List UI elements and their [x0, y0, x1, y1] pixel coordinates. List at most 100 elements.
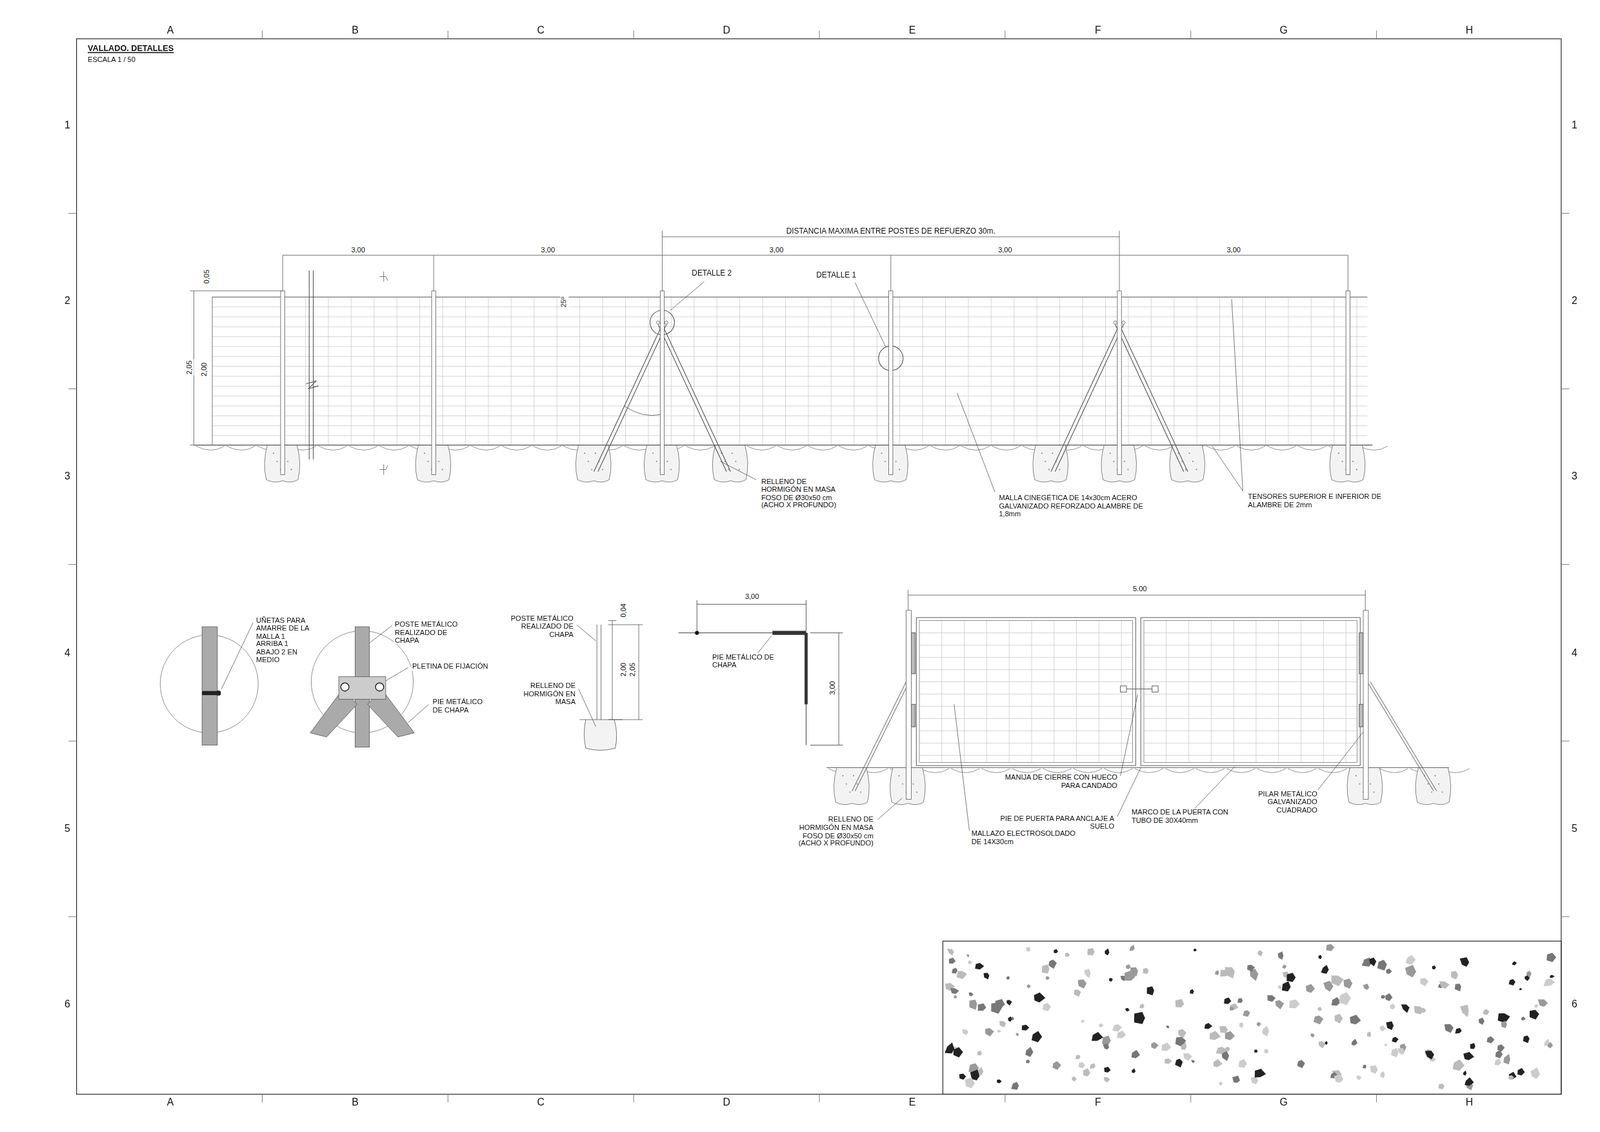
stamp-blob — [1189, 989, 1194, 994]
concrete-dot — [1192, 460, 1194, 462]
concrete-footing — [712, 445, 748, 482]
stamp-blob — [1125, 1007, 1130, 1011]
grid-reference: B — [350, 24, 360, 37]
stamp-blob — [1310, 1032, 1315, 1037]
concrete-dot — [1441, 790, 1444, 793]
stamp-blob — [1385, 1021, 1394, 1030]
mesh-wire — [282, 395, 1368, 397]
annotation: 0,05 — [203, 268, 211, 285]
mesh-wire — [373, 296, 375, 445]
mesh-wire — [919, 681, 1133, 682]
stamp-blob — [1214, 969, 1219, 975]
concrete-dot — [895, 460, 897, 462]
soil-mark — [1012, 768, 1041, 773]
soil-mark — [532, 445, 562, 450]
mesh-wire — [853, 296, 855, 445]
soil-mark — [471, 445, 500, 450]
fence-post — [1345, 290, 1350, 475]
soil-mark — [1196, 768, 1225, 773]
stamp-blob — [1432, 965, 1437, 970]
post-section — [576, 620, 644, 751]
mesh-wire — [1127, 296, 1129, 445]
annotation: 5.00 — [1131, 584, 1148, 593]
concrete-dot — [1434, 774, 1437, 777]
stamp-blob — [997, 1029, 1002, 1033]
extension-line — [189, 444, 245, 446]
gate — [826, 589, 1450, 831]
grid-reference: 4 — [63, 647, 71, 659]
grid-reference: 3 — [63, 470, 71, 482]
grid-reference: B — [350, 1096, 360, 1108]
mesh-wire — [396, 296, 398, 445]
mesh-wire — [282, 435, 1368, 437]
concrete-dot — [1127, 469, 1130, 471]
stamp-blob — [1174, 1058, 1183, 1068]
stamp-blob — [1065, 952, 1071, 957]
stamp-blob — [953, 994, 957, 999]
strut — [1054, 324, 1124, 472]
stamp-blob — [1523, 1035, 1530, 1044]
stamp-blob — [1369, 1064, 1378, 1073]
stamp-blob — [1104, 947, 1110, 955]
gate-mesh — [212, 385, 283, 387]
mesh-wire — [1333, 296, 1335, 445]
stamp-blob — [1103, 1066, 1111, 1073]
mesh-wire — [1143, 693, 1358, 695]
concrete-dot — [734, 460, 737, 462]
mesh-wire — [647, 296, 649, 445]
concrete-dot — [738, 469, 740, 471]
soil-mark — [920, 768, 950, 773]
mesh-wire — [919, 656, 1133, 658]
stamp-blob — [1257, 949, 1263, 957]
mesh-wire — [1196, 296, 1198, 445]
grid-reference: 3 — [1570, 470, 1579, 482]
concrete-dot — [881, 452, 883, 454]
stamp-blob — [1501, 1020, 1508, 1028]
stamp-blob — [1367, 1031, 1371, 1037]
stamp-blob — [956, 970, 968, 979]
soil-mark — [196, 445, 225, 450]
stamp-blob — [977, 1050, 982, 1056]
bolt — [1121, 320, 1126, 324]
stamp-blob — [1178, 1028, 1187, 1038]
annotation: PILAR METÁLICO GALVANIZADO CUADRADO — [1242, 789, 1319, 814]
stamp-blob — [1439, 980, 1450, 989]
mesh-wire — [919, 693, 1133, 695]
bolt — [1113, 320, 1117, 324]
stamp-blob — [1025, 1046, 1033, 1057]
annotation: 3,00 — [768, 245, 785, 254]
grid-tick — [261, 1093, 263, 1102]
stamp-blob — [1323, 980, 1334, 992]
stamp-blob — [1543, 978, 1556, 986]
concrete-dot — [1352, 460, 1354, 462]
mesh-wire — [510, 296, 512, 445]
soil-mark — [1287, 768, 1317, 773]
concrete-dot — [666, 460, 668, 462]
annotation: RELLENO DE HORMIGÓN EN MASA FOSO DE Ø30x… — [792, 815, 875, 848]
stamp-blob — [1334, 1013, 1344, 1024]
mesh-wire — [1265, 296, 1266, 445]
stamp-blob — [953, 1047, 964, 1058]
concrete-dot — [1123, 460, 1126, 462]
stamp-blob — [1031, 1030, 1042, 1042]
grid-reference: 6 — [63, 998, 71, 1010]
mesh-wire — [1143, 656, 1358, 658]
stamp-blob — [1486, 1036, 1495, 1044]
stamp-blob — [1010, 1081, 1019, 1090]
mesh-wire — [919, 669, 1133, 670]
grid-tick — [261, 30, 263, 39]
stamp-blob — [1134, 1011, 1146, 1024]
grid-reference: A — [165, 1096, 175, 1108]
stamp-blob — [1405, 954, 1417, 965]
stamp-blob — [1089, 1062, 1096, 1069]
mesh-wire — [282, 385, 1368, 387]
concrete-dot — [1048, 469, 1050, 471]
concrete-dot — [901, 783, 904, 785]
stamp-blob — [1025, 1059, 1030, 1064]
mesh-wire — [986, 620, 988, 763]
stamp-blob — [1369, 957, 1377, 966]
stamp-blob — [1397, 1047, 1406, 1055]
mesh-wire — [1059, 296, 1060, 445]
stamp-blob — [1509, 978, 1516, 986]
mesh-wire — [1036, 296, 1038, 445]
